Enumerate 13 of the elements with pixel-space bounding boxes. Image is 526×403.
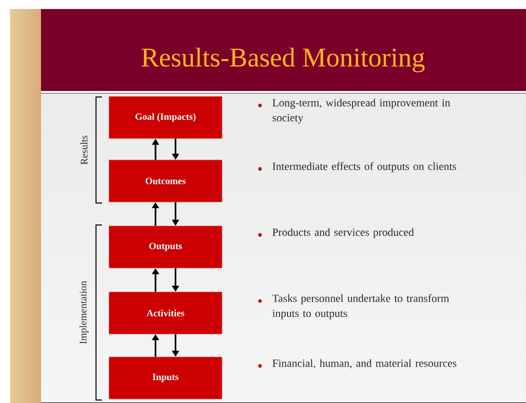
process-box: Outcomes — [108, 160, 222, 202]
description: Intermediate effects of outputs on clients — [272, 162, 456, 172]
process-box: Activities — [108, 292, 222, 334]
bracket-label: Implementation — [79, 280, 89, 344]
process-box: Inputs — [108, 356, 222, 400]
bracket-label: Results — [80, 136, 88, 164]
process-box: Outputs — [108, 226, 222, 268]
description: Tasks personnel undertake to transform inputs to outputs — [272, 294, 450, 320]
description: Long-term, widespread improvement in society — [272, 98, 450, 124]
process-box: Goal (Impacts) — [108, 96, 222, 139]
description: Products and services produced — [272, 228, 414, 238]
title: Results-Based Monitoring — [142, 48, 425, 72]
description: Financial, human, and material resources — [272, 359, 456, 368]
